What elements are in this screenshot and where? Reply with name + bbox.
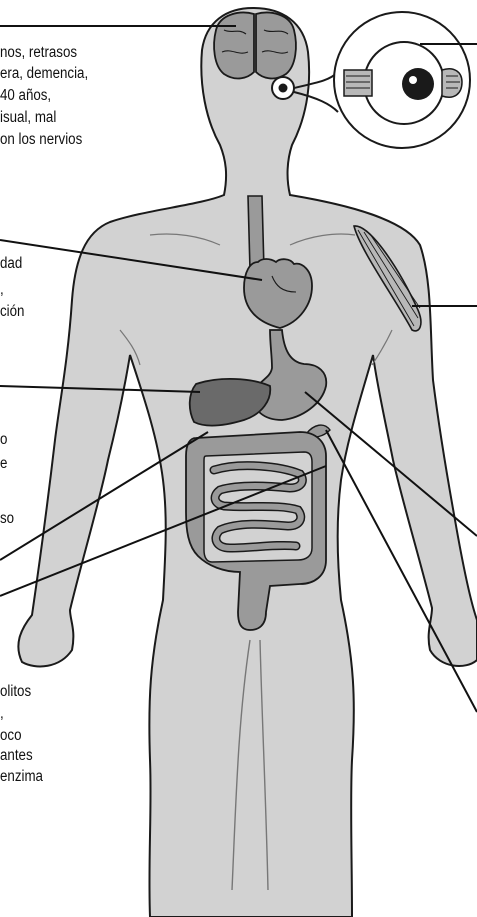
pancreas-label-line-1: olitos: [0, 682, 31, 701]
pancreas-label-line-4: antes: [0, 746, 33, 765]
pancreas-label-line-2: ,: [0, 704, 4, 723]
liver-label-line-2: e: [0, 454, 7, 473]
brain-label-line-5: on los nervios: [0, 130, 82, 149]
brain-label-line-3: 40 años,: [0, 86, 51, 105]
eye-icon: [294, 12, 470, 148]
pancreas-label-line-5: enzima: [0, 767, 43, 786]
brain-label-line-2: era, demencia,: [0, 64, 88, 83]
heart-label-line-2: ,: [0, 280, 4, 299]
brain-label-line-4: isual, mal: [0, 108, 56, 127]
brain-label-line-1: nos, retrasos: [0, 43, 77, 62]
pancreas-label-line-3: oco: [0, 726, 22, 745]
heart-label-line-1: dad: [0, 254, 22, 273]
heart-label-line-3: ción: [0, 302, 24, 321]
liver-label-line-4: so: [0, 509, 14, 528]
liver-label-line-1: o: [0, 430, 7, 449]
